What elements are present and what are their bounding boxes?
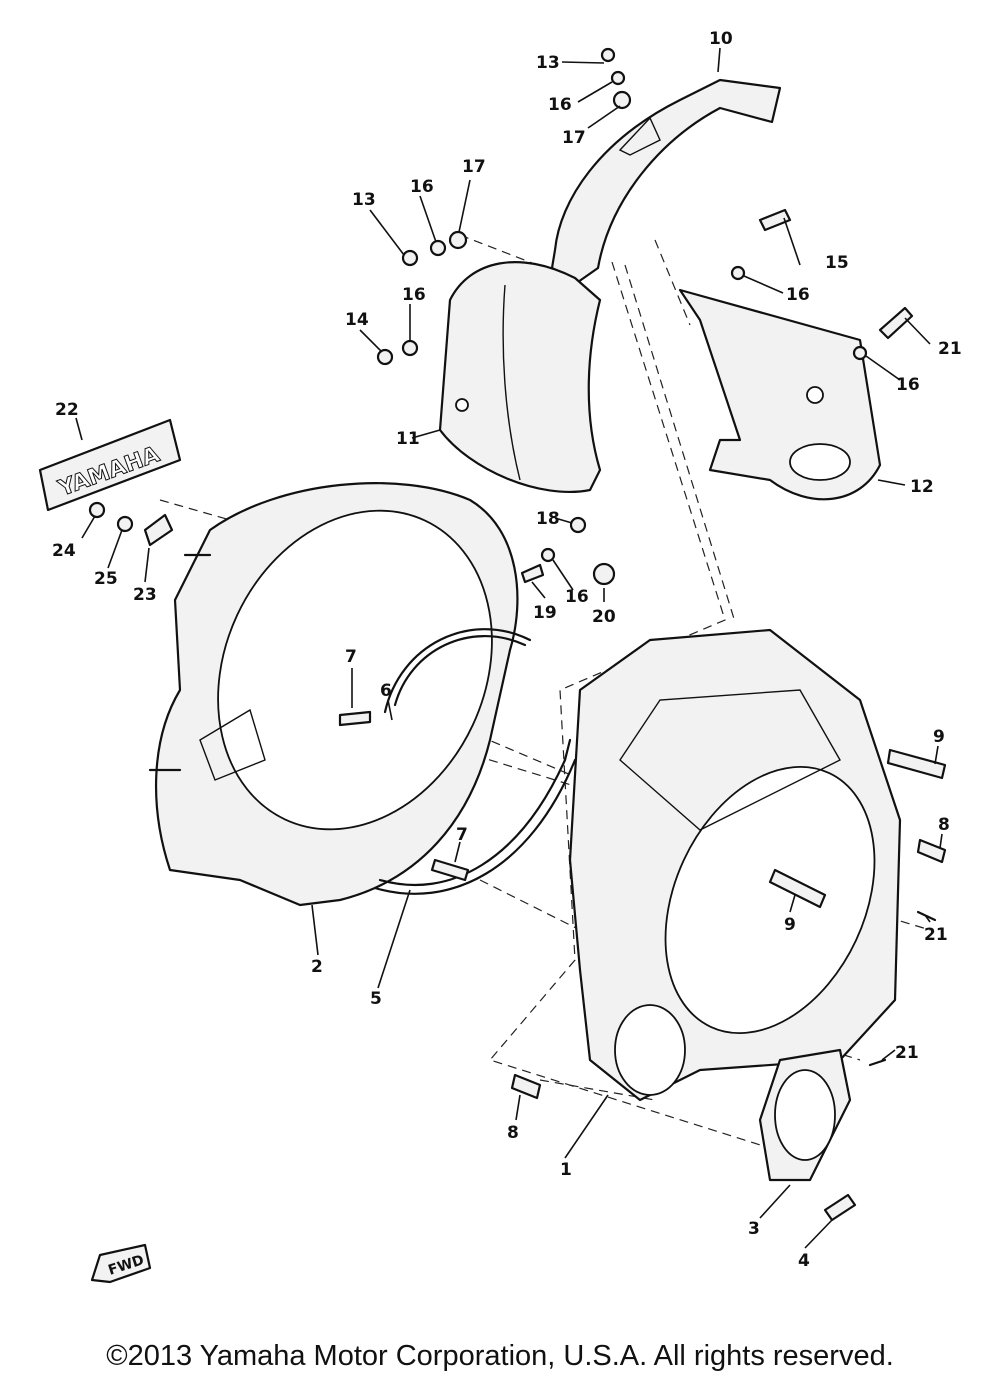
callout-20: 20 [592,607,616,627]
fwd-arrow-marker: FWD [90,1243,152,1284]
callout-8-a: 8 [938,815,950,835]
callout-16-e: 16 [896,375,920,395]
callout-7-a: 7 [345,647,357,667]
callout-19: 19 [533,603,557,623]
callout-22: 22 [55,400,79,420]
callout-16-d: 16 [786,285,810,305]
ring-gasket-part-3 [758,1048,852,1182]
copyright-notice: ©2013 Yamaha Motor Corporation, U.S.A. A… [106,1340,894,1372]
callout-13-c: 14 [345,310,369,330]
callout-7-b: 7 [456,825,468,845]
callout-leader-lines [75,47,943,1249]
callout-9-a: 9 [933,727,945,747]
callout-5: 5 [370,989,382,1009]
callout-11: 11 [396,429,420,449]
callout-4: 4 [798,1251,810,1271]
callout-13-a: 13 [536,53,560,73]
fan-shroud-part-2 [148,482,519,907]
callout-25: 25 [94,569,118,589]
callout-21-a: 21 [924,925,948,945]
callout-1: 1 [560,1160,572,1180]
emblem-part-22: YAMAHA [38,418,182,512]
cover-part-11 [438,261,602,494]
callout-6: 6 [380,681,392,701]
callout-17-a: 17 [562,128,586,148]
callout-8-b: 8 [507,1123,519,1143]
seal-strip-part-6 [383,628,532,714]
callout-16-f: 16 [565,587,589,607]
callout-17-b: 17 [462,157,486,177]
callout-12: 12 [910,477,934,497]
callout-24: 24 [52,541,76,561]
callout-23: 23 [133,585,157,605]
top-shroud-part-10 [550,78,782,284]
callout-3: 3 [748,1219,760,1239]
callout-2: 2 [311,957,323,977]
callout-13-b: 13 [352,190,376,210]
callout-16-a: 16 [548,95,572,115]
bracket-plate-part-12 [678,288,882,501]
callout-10: 10 [709,29,733,49]
callout-14: 21 [938,339,962,359]
main-housing-part-1 [568,628,902,1102]
exploded-parts-diagram: YAMAHA FWD [38,29,962,1284]
callout-15: 15 [825,253,849,273]
callout-labels: 13 16 17 10 13 16 17 14 16 15 16 21 16 1… [52,29,962,1271]
callout-16-c: 16 [402,285,426,305]
callout-21-b: 21 [895,1043,919,1063]
callout-9-b: 9 [784,915,796,935]
callout-16-b: 16 [410,177,434,197]
callout-18: 18 [536,509,560,529]
seal-strip-part-5 [373,738,577,895]
